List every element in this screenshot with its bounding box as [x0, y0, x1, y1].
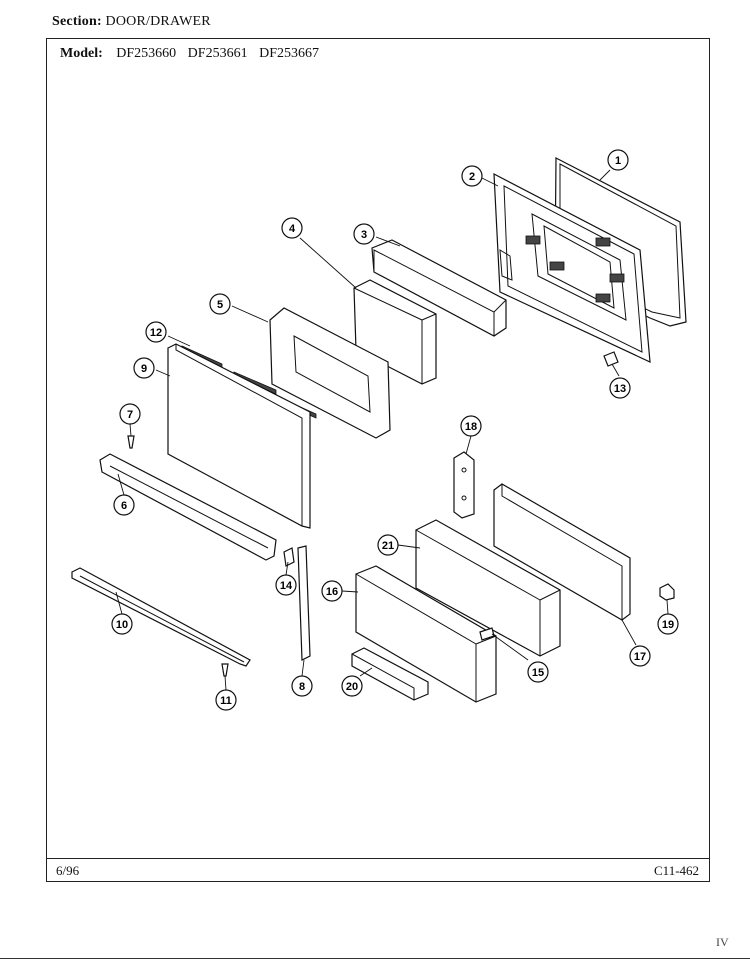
model-line: Model: DF253660 DF253661 DF253667 — [60, 46, 327, 62]
part-6-handle-rail — [99, 453, 277, 561]
part-3-insulation — [371, 239, 507, 337]
callout-21-label: 21 — [382, 540, 394, 552]
callout-15-label: 15 — [532, 667, 544, 679]
callout-16: 16 — [321, 580, 343, 602]
callout-20: 20 — [341, 675, 363, 697]
leader-lines — [115, 169, 669, 691]
model-number-2: DF253661 — [187, 46, 248, 61]
callout-7-label: 7 — [127, 409, 133, 421]
callout-3: 3 — [353, 223, 375, 245]
model-label: Model: — [60, 46, 103, 61]
part-7-screw — [127, 435, 135, 449]
callout-19-label: 19 — [662, 619, 674, 631]
part-21-drawer-front — [415, 519, 561, 657]
footer-rule — [46, 858, 710, 859]
callout-18: 18 — [460, 415, 482, 437]
part-11-screw — [221, 663, 229, 677]
part-10-bottom-rail — [71, 567, 251, 667]
callout-2-label: 2 — [469, 171, 475, 183]
callout-6-label: 6 — [121, 500, 127, 512]
part-13-clip — [603, 351, 619, 367]
part-18-drawer-bracket — [453, 451, 475, 519]
callout-1: 1 — [607, 149, 629, 171]
footer-page-code: C11-462 — [654, 863, 700, 878]
callout-9: 9 — [133, 357, 155, 379]
callout-14: 14 — [275, 574, 297, 596]
part-19-clip — [659, 583, 675, 601]
callout-8-label: 8 — [299, 681, 305, 693]
callout-18-label: 18 — [465, 421, 477, 433]
part-8-side-trim — [297, 545, 311, 661]
callout-12-label: 12 — [150, 327, 162, 339]
callout-13: 13 — [609, 377, 631, 399]
part-15-pin — [479, 627, 495, 641]
callout-4-label: 4 — [289, 223, 296, 235]
callout-9-label: 9 — [141, 363, 147, 375]
section-label: Section: — [52, 14, 102, 29]
corner-mark: IV — [716, 935, 729, 949]
callout-4: 4 — [281, 217, 303, 239]
callout-21: 21 — [377, 534, 399, 556]
section-value: DOOR/DRAWER — [105, 14, 211, 29]
callout-5-label: 5 — [217, 299, 223, 311]
callout-20-label: 20 — [346, 681, 358, 693]
model-number-3: DF253667 — [259, 46, 319, 61]
callout-19: 19 — [657, 613, 679, 635]
model-number-1: DF253660 — [116, 46, 177, 61]
callout-11: 11 — [215, 689, 237, 711]
footer-date: 6/96 — [56, 863, 80, 878]
part-2-inner-door — [493, 172, 651, 363]
callout-16-label: 16 — [326, 586, 338, 598]
callout-6: 6 — [113, 494, 135, 516]
callout-11-label: 11 — [220, 695, 232, 707]
callout-1-label: 1 — [615, 155, 621, 167]
callout-10-label: 10 — [116, 619, 128, 631]
part-9-outer-door-panel — [167, 343, 311, 529]
part-17-drawer-back-panel — [493, 483, 631, 621]
callout-14-label: 14 — [280, 580, 293, 592]
bottom-rule — [0, 958, 750, 959]
section-title: Section: DOOR/DRAWER — [52, 14, 211, 30]
callout-10: 10 — [111, 613, 133, 635]
callout-15: 15 — [527, 661, 549, 683]
callout-17-label: 17 — [634, 651, 646, 663]
callout-2: 2 — [461, 165, 483, 187]
callout-8: 8 — [291, 675, 313, 697]
callout-13-label: 13 — [614, 383, 626, 395]
callout-5: 5 — [209, 293, 231, 315]
callout-7: 7 — [119, 403, 141, 425]
part-14-clip — [283, 547, 295, 567]
part-16-drawer-body — [355, 565, 497, 703]
part-5-window-frame — [269, 307, 391, 439]
part-20-slide-block — [351, 647, 429, 701]
callout-12: 12 — [145, 321, 167, 343]
callout-17: 17 — [629, 645, 651, 667]
diagram-frame — [46, 38, 710, 882]
callout-3-label: 3 — [361, 229, 367, 241]
